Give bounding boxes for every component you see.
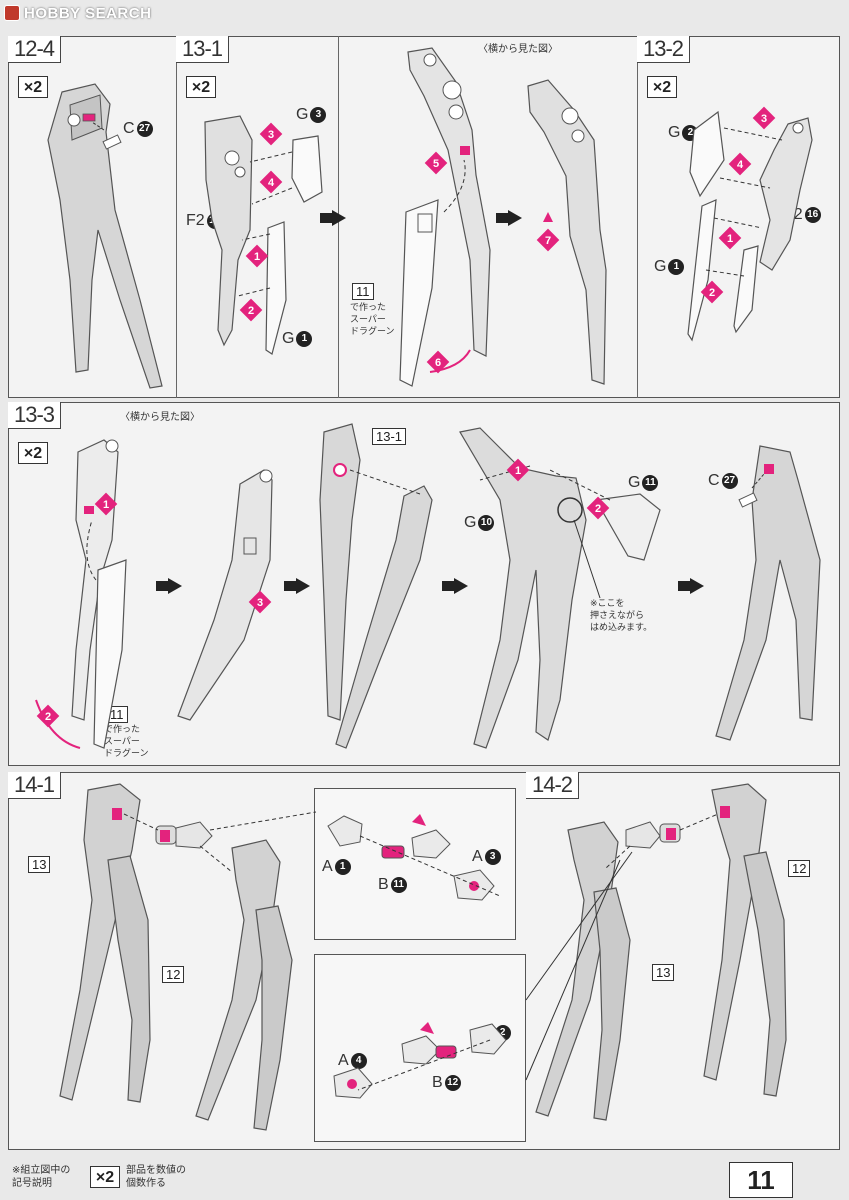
svg-text:1: 1: [254, 251, 260, 263]
svg-text:2: 2: [709, 287, 715, 299]
quantity-badge: ×2: [647, 76, 677, 98]
svg-text:2: 2: [248, 305, 254, 317]
ref-box-13-1: 13-1: [372, 428, 407, 445]
side-view-label: 〈横から見た図〉: [120, 412, 200, 423]
logo-icon: [4, 5, 20, 21]
svg-text:1: 1: [103, 499, 109, 511]
step-13-1-title: 13-1: [176, 36, 230, 63]
quantity-badge: ×2: [18, 76, 48, 98]
divider: [637, 36, 638, 398]
svg-text:5: 5: [433, 158, 439, 170]
ref-note: で作ったスーパードラグーン: [104, 725, 149, 759]
svg-text:1: 1: [727, 233, 733, 245]
quantity-badge: ×2: [18, 442, 48, 464]
footer-note: ※組立図中の記号説明: [12, 1165, 71, 1189]
step-13-2-title: 13-2: [637, 36, 691, 63]
svg-text:6: 6: [435, 357, 441, 369]
step-12-4-title: 12-4: [8, 36, 62, 63]
ref-box-13: 13: [28, 856, 51, 873]
step-13-3-title: 13-3: [8, 402, 62, 429]
joint-14-1: [155, 821, 213, 849]
watermark-text: HOBBY SEARCH: [24, 4, 152, 22]
svg-text:7: 7: [545, 235, 551, 247]
svg-text:4: 4: [268, 177, 275, 189]
svg-text:2: 2: [595, 503, 601, 515]
step-14-2-title: 14-2: [526, 772, 580, 799]
press-note: ※ここを押さえながらはめ込みます。: [590, 599, 653, 633]
ref-note: で作ったスーパードラグーン: [350, 303, 395, 337]
footer-quantity-symbol: ×2: [90, 1166, 120, 1188]
side-view-label: 〈横から見た図〉: [478, 44, 558, 55]
quantity-badge: ×2: [186, 76, 216, 98]
step-14-1-title: 14-1: [8, 772, 62, 799]
page-number: 11: [729, 1162, 793, 1198]
svg-text:2: 2: [45, 711, 51, 723]
ref-box-12: 12: [788, 860, 811, 877]
svg-text:3: 3: [257, 597, 263, 609]
svg-text:4: 4: [737, 159, 744, 171]
ref-box-11: 11: [352, 283, 374, 300]
svg-text:3: 3: [761, 113, 767, 125]
ref-box-12: 12: [162, 966, 185, 983]
panel-row-2: [8, 402, 840, 766]
joint-14-2: [625, 821, 681, 849]
ref-box-13: 13: [652, 964, 675, 981]
svg-text:3: 3: [268, 129, 274, 141]
watermark: HOBBY SEARCH: [4, 4, 151, 22]
footer-quantity-desc: 部品を数値の個数作る: [126, 1165, 186, 1189]
divider: [176, 36, 177, 398]
svg-text:1: 1: [515, 465, 521, 477]
